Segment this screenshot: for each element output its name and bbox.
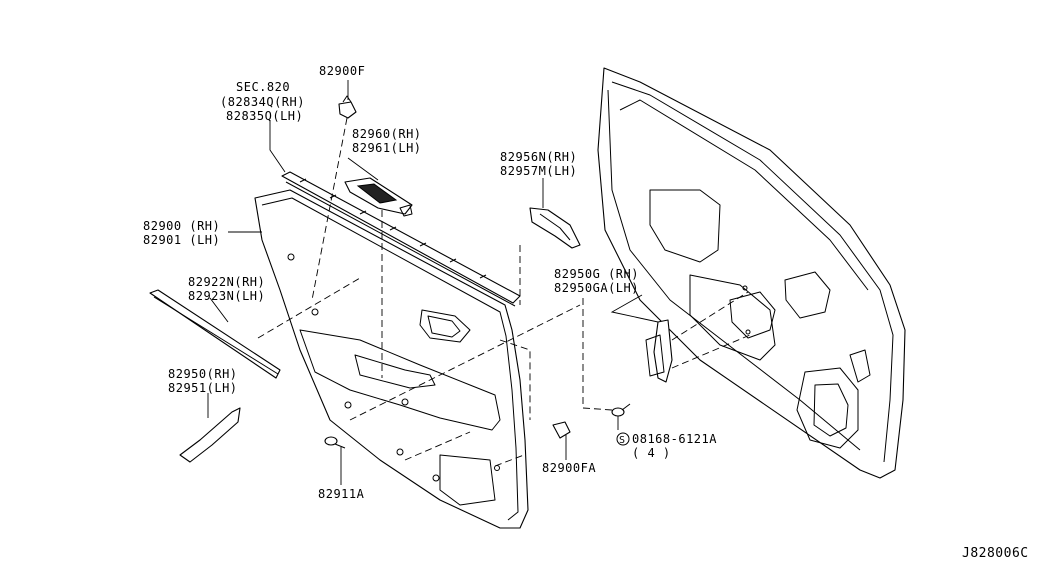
label-82950: 82950(RH)	[168, 367, 238, 381]
screw-82911a	[324, 436, 346, 449]
screw-08168	[611, 403, 631, 417]
label-82961: 82961(LH)	[352, 141, 422, 155]
label-82951: 82951(LH)	[168, 381, 238, 395]
label-08168: 08168-6121A	[632, 432, 717, 446]
pad-82950	[179, 407, 241, 463]
label-82911a: 82911A	[318, 487, 365, 501]
label-82956n: 82956N(RH)	[500, 150, 577, 164]
label-82900fa: 82900FA	[542, 461, 596, 475]
attachment-lines	[257, 117, 751, 467]
label-82922n: 82922N(RH)	[188, 275, 265, 289]
label-82957m: 82957M(LH)	[500, 164, 577, 178]
s-mark-icon	[616, 432, 630, 446]
clip-82900fa	[552, 421, 571, 439]
door-inner-panel	[597, 67, 906, 479]
label-sec820: SEC.820	[236, 80, 290, 94]
clip-82900f	[338, 95, 357, 119]
armrest-strip	[149, 289, 281, 379]
door-finisher-panel	[254, 189, 529, 529]
part-labels: SEC.820 (82834Q(RH) 82835Q(LH) 82900F 82…	[143, 64, 1029, 561]
label-82960: 82960(RH)	[352, 127, 422, 141]
label-qty4: ( 4 )	[632, 446, 671, 460]
bracket-82950g	[645, 319, 673, 383]
label-82835q: 82835Q(LH)	[226, 109, 303, 123]
label-82950ga: 82950GA(LH)	[554, 281, 639, 295]
leader-lines	[207, 80, 659, 485]
diagram-code: J828006C	[962, 546, 1029, 561]
label-82900f: 82900F	[319, 64, 365, 78]
bracket-82956n	[529, 207, 581, 249]
label-82901: 82901 (LH)	[143, 233, 220, 247]
label-s-mark: S	[619, 435, 626, 446]
label-82834q: (82834Q(RH)	[220, 95, 305, 109]
label-82923n: 82923N(LH)	[188, 289, 265, 303]
switch-bezel	[344, 177, 413, 217]
label-82950g: 82950G (RH)	[554, 267, 639, 281]
label-82900: 82900 (RH)	[143, 219, 220, 233]
